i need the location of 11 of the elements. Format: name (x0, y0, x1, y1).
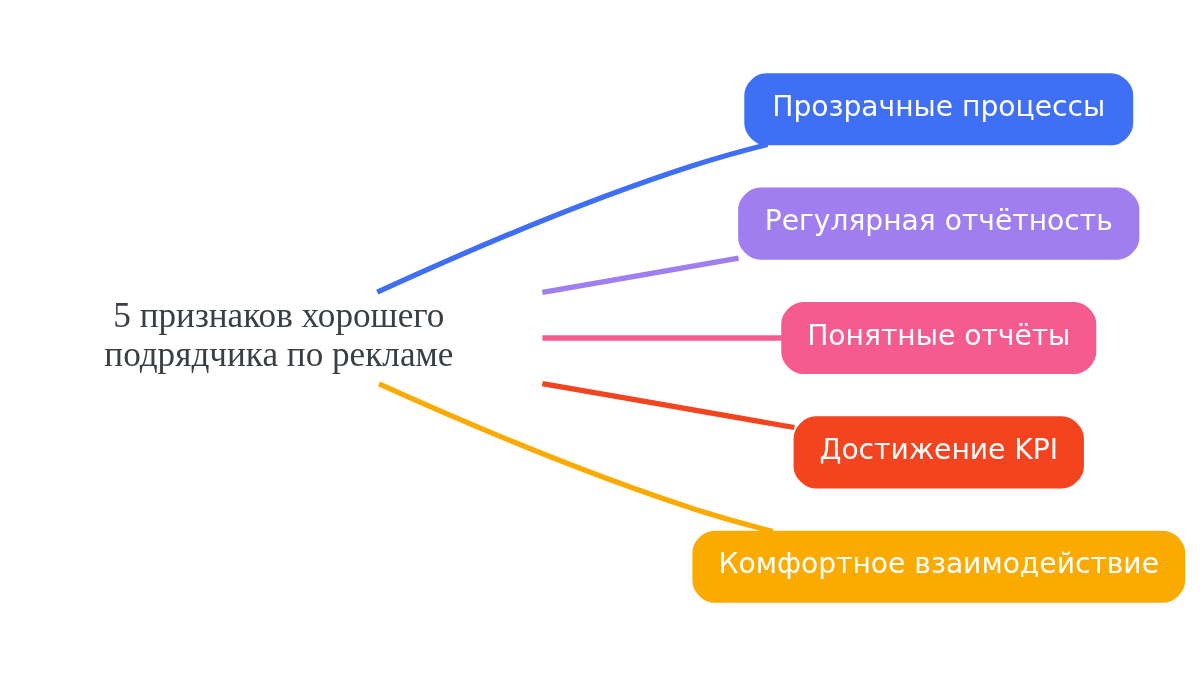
connector (542, 334, 782, 341)
connector (541, 380, 795, 430)
node-box: Понятные отчёты (781, 301, 1097, 374)
node-box: Прозрачные процессы (744, 72, 1134, 145)
node-box: Комфортное взаимодействие (692, 530, 1186, 603)
node-box: Достижение KPI (793, 415, 1084, 488)
node-text: 5 признаков хорошего подрядчика по рекламе (104, 295, 454, 374)
connector (376, 141, 769, 295)
connector (377, 381, 774, 534)
node-box: Регулярная отчётность (738, 187, 1140, 260)
connector (541, 255, 740, 295)
